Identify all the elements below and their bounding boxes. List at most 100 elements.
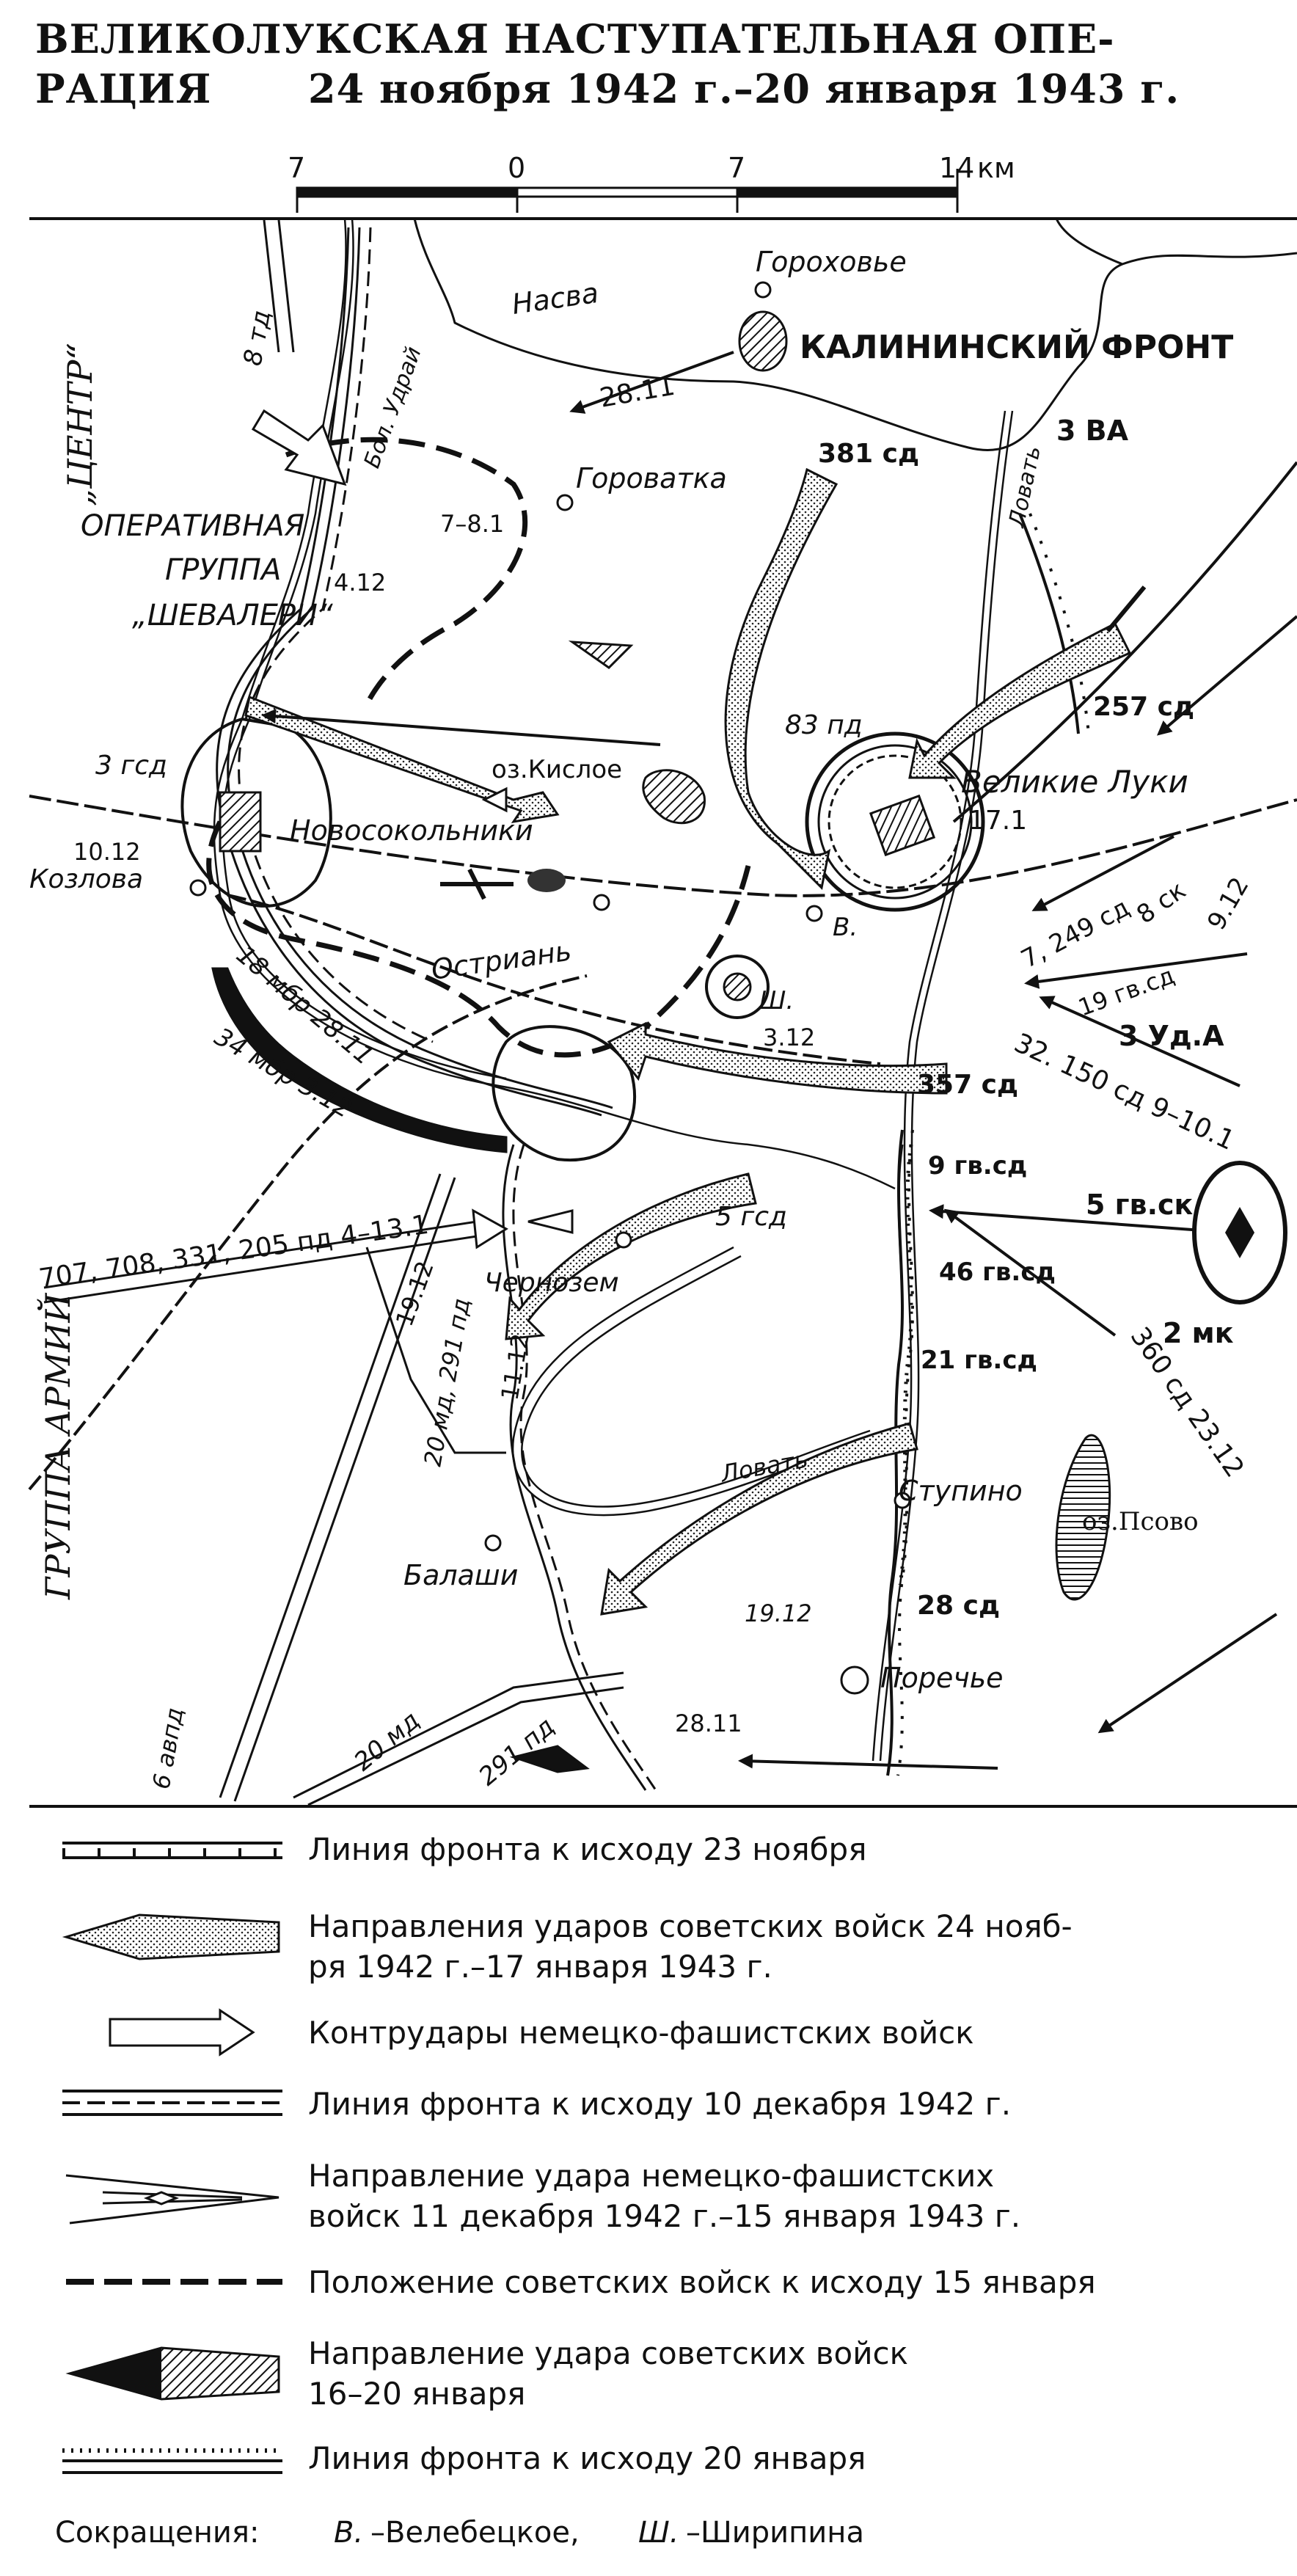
opgroup-label-3: „ШЕВАЛЕРИ“ bbox=[132, 599, 333, 632]
unit-label: 19.12 bbox=[745, 1599, 812, 1627]
unit-label: 5 гсд bbox=[715, 1202, 787, 1232]
chernozem-ring bbox=[492, 1025, 637, 1162]
river-lovat-label: Ловать bbox=[1004, 444, 1046, 530]
german-strike-dec-jan bbox=[43, 219, 624, 1806]
corps-5gvsk-label: 5 гв.ск bbox=[1086, 1189, 1194, 1221]
unit-label: 21 гв.сд bbox=[921, 1346, 1037, 1375]
scale-tick-label: 0 bbox=[508, 152, 525, 184]
legend-text: Линия фронта к исходу 10 декабря 1942 г. bbox=[308, 2086, 1011, 2122]
legend-symbol-front-20-jan bbox=[62, 2448, 282, 2474]
map-title-line-2b: 24 ноября 1942 г.–20 января 1943 г. bbox=[308, 65, 1180, 112]
town-bol-udray: Бол. Удрай bbox=[359, 343, 427, 472]
unit-label: 7, 249 сд bbox=[1016, 893, 1134, 974]
map-title-line-1: ВЕЛИКОЛУКСКАЯ НАСТУПАТЕЛЬНАЯ ОПЕ- bbox=[35, 15, 1115, 62]
scale-tick-label: 7 bbox=[288, 152, 305, 184]
town-stupino: Ступино bbox=[899, 1475, 1023, 1507]
unit-label: 28.11 bbox=[597, 371, 677, 414]
mech-corps-symbol bbox=[1192, 1161, 1287, 1305]
abbreviation-value: –Ширипина bbox=[686, 2516, 864, 2550]
legend-text: Положение советских войск к исходу 15 ян… bbox=[308, 2264, 1096, 2300]
town-velikie-luki: Великие Луки bbox=[961, 764, 1188, 800]
legend-symbol-counterstrike bbox=[109, 2008, 255, 2057]
town-balashi: Балаши bbox=[403, 1559, 518, 1591]
town-porechye: Поречье bbox=[880, 1662, 1004, 1694]
legend-text: Линия фронта к исходу 23 ноября bbox=[308, 1831, 866, 1867]
lake-kisloe bbox=[642, 769, 706, 825]
corps-8sk-label: 8 ск bbox=[1131, 875, 1191, 930]
unit-label: 6 авпд bbox=[147, 1705, 189, 1791]
unit-label: 4.12 bbox=[334, 569, 386, 596]
lake-kisloe-label: оз.Кислое bbox=[492, 755, 622, 784]
unit-label: 11.12 bbox=[495, 1332, 534, 1403]
legend: Линия фронта к исходу 23 ноября Направле… bbox=[62, 1831, 1096, 2476]
army-3uda-label: 3 Уд.А bbox=[1119, 1020, 1224, 1052]
unit-label: 3 гсд bbox=[95, 751, 167, 781]
abbreviation-key: В. bbox=[334, 2516, 363, 2550]
unit-label: 357 сд bbox=[917, 1070, 1018, 1100]
town-chernozem: Чернозем bbox=[484, 1268, 619, 1298]
unit-label: 17.1 bbox=[968, 806, 1027, 836]
scale-tick-label: 7 bbox=[728, 152, 745, 184]
legend-text: ря 1942 г.–17 января 1943 г. bbox=[308, 1949, 772, 1985]
unit-label: 8 тд bbox=[238, 308, 277, 368]
legend-text: 16–20 января bbox=[308, 2376, 525, 2412]
legend-text: Линия фронта к исходу 20 января bbox=[308, 2440, 866, 2476]
unit-label: 7–8.1 bbox=[440, 510, 504, 538]
abbreviation-key: Ш. bbox=[638, 2516, 679, 2550]
settlement-markers bbox=[189, 281, 911, 1695]
small-lake bbox=[527, 869, 566, 892]
legend-symbol-soviet-strike-jan bbox=[65, 2346, 280, 2401]
lake-psovo-label: оз.Псово bbox=[1082, 1507, 1199, 1536]
abbreviations-label: Сокращения: bbox=[55, 2516, 259, 2550]
map-labels: „ЦЕНТР“ ГРУППА АРМИЙ ОПЕРАТИВНАЯ ГРУППА … bbox=[36, 327, 1255, 1600]
opgroup-label-1: ОПЕРАТИВНАЯ bbox=[81, 509, 304, 543]
unit-label: 83 пд bbox=[785, 710, 863, 740]
scale-tick-label: 14 bbox=[939, 152, 974, 184]
kalinin-front-label: КАЛИНИНСКИЙ ФРОНТ bbox=[800, 327, 1233, 366]
unit-label: 257 сд bbox=[1093, 692, 1194, 722]
german-counterstrikes bbox=[251, 409, 574, 1234]
date-912-label: 9.12 bbox=[1202, 872, 1254, 935]
soviet-thin-arrows bbox=[261, 351, 1297, 1770]
town-gorokhovye: Гороховье bbox=[756, 246, 907, 278]
front-line-20-jan bbox=[890, 1144, 913, 1586]
legend-symbol-german-strike bbox=[65, 2174, 280, 2225]
unit-label: 381 сд bbox=[818, 439, 919, 469]
army-3va-label: 3 ВА bbox=[1056, 415, 1129, 447]
soviet-strike-16-20-jan bbox=[211, 641, 634, 1773]
map-title-line-2a: РАЦИЯ bbox=[35, 65, 211, 112]
town-gorovatka: Горoватка bbox=[576, 462, 727, 495]
legend-text: войск 11 декабря 1942 г.–15 января 1943 … bbox=[308, 2198, 1020, 2234]
town-kozlova: Козлова bbox=[29, 864, 143, 894]
army-group-label: ГРУППА АРМИЙ bbox=[36, 1293, 78, 1600]
town-nasva: Насва bbox=[510, 277, 600, 321]
legend-symbol-front-23-nov bbox=[62, 1842, 282, 1859]
legend-symbol-soviet-strike bbox=[62, 1913, 280, 1960]
town-novosokolniki: Новосокольники bbox=[290, 814, 533, 847]
lake-psovo bbox=[1055, 1434, 1111, 1601]
soviet-strike-directions bbox=[244, 467, 1132, 1616]
abbreviations: Сокращения: В. –Велебецкое, Ш. –Ширипина bbox=[55, 2516, 864, 2550]
legend-text: Контрудары немецко-фашистских войск bbox=[308, 2015, 974, 2051]
town-ostrian: Остриань bbox=[429, 935, 574, 986]
shiripina-abbr: Ш. bbox=[759, 986, 794, 1015]
gorokhovye-hatched bbox=[738, 310, 788, 372]
velebetskoe-abbr: В. bbox=[833, 913, 858, 942]
legend-text: Направления ударов советских войск 24 но… bbox=[308, 1908, 1073, 1944]
unit-label: 28 сд bbox=[917, 1591, 1000, 1621]
center-group-label: „ЦЕНТР“ bbox=[60, 343, 100, 506]
scale-unit: км bbox=[977, 152, 1015, 184]
corps-2mk-label: 2 мк bbox=[1163, 1317, 1234, 1349]
unit-label: 9 гв.сд bbox=[928, 1151, 1027, 1181]
novosokolniki-ring bbox=[180, 717, 332, 908]
unit-label: 10.12 bbox=[73, 838, 141, 866]
legend-text: Направление удара немецко-фашистских bbox=[308, 2158, 994, 2194]
unit-label: 3.12 bbox=[763, 1024, 815, 1051]
legend-text: Направление удара советских войск bbox=[308, 2335, 908, 2371]
abbreviation-value: –Велебецкое, bbox=[370, 2516, 580, 2550]
shiripina-position bbox=[705, 955, 770, 1019]
legend-symbol-front-10-dec bbox=[62, 2090, 282, 2116]
unit-label: 46 гв.сд bbox=[939, 1258, 1056, 1287]
